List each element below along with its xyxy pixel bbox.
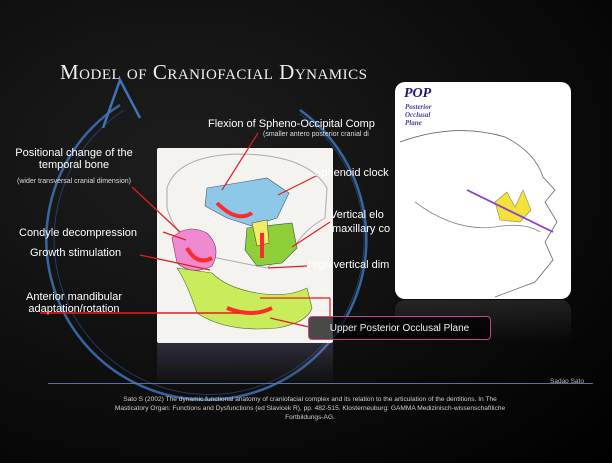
- citation: Sato S (2002) The dynamic functional ana…: [70, 395, 550, 422]
- label-temporal-line: temporal bone: [15, 159, 133, 171]
- citation-line: Sato S (2002) The dynamic functional ana…: [70, 395, 550, 404]
- label-mandibular-line: adaptation/rotation: [19, 303, 129, 315]
- label-mandibular-line: Anterior mandibular: [19, 291, 129, 303]
- leader-growth: [140, 255, 210, 270]
- author-signature: Sadao Sato: [550, 378, 584, 385]
- leader-temporal: [132, 187, 180, 232]
- label-temporal-sub: (wider transversal cranial dimension): [17, 178, 131, 185]
- plane-label-box: Upper Posterior Occlusal Plane: [308, 316, 491, 340]
- label-vertical-1: Vertical elo: [330, 209, 384, 221]
- label-temporal: Positional change of the temporal bone: [15, 147, 133, 171]
- label-flexion-sub: (smaller antero posterior cranial di: [263, 131, 369, 138]
- leader-plane-box: [270, 318, 309, 327]
- plane-label-text: Upper Posterior Occlusal Plane: [330, 323, 470, 334]
- label-high-vertical: High vertical dim: [308, 259, 389, 271]
- footer-divider: [48, 383, 593, 384]
- label-vertical-2: maxillary co: [332, 223, 390, 235]
- citation-line: Fortbildungs-AG.: [70, 413, 550, 422]
- leader-flexion: [222, 133, 258, 190]
- leader-vertical: [292, 222, 330, 247]
- leader-condyle: [163, 232, 186, 240]
- label-flexion: Flexion of Spheno-Occipital Comp: [208, 118, 375, 130]
- label-condyle: Condyle decompression: [19, 227, 137, 239]
- label-growth: Growth stimulation: [30, 247, 121, 259]
- leader-sphenoid: [278, 175, 318, 195]
- label-mandibular: Anterior mandibular adaptation/rotation: [19, 291, 129, 315]
- citation-line: Masticatory Organ: Functions and Dysfunc…: [70, 404, 550, 413]
- leader-high-vertical: [268, 266, 307, 268]
- label-temporal-line: Positional change of the: [15, 147, 133, 159]
- label-sphenoid: Sphenoid clock: [314, 167, 389, 179]
